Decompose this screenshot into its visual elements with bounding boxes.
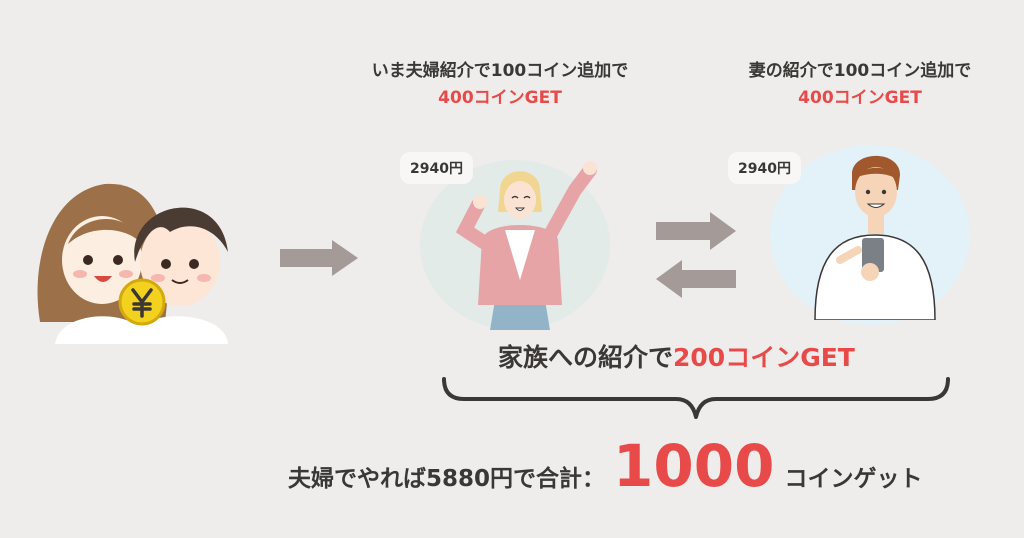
- wife-referral-caption: いま夫婦紹介で100コイン追加で 400コインGET: [335, 58, 665, 112]
- arrow-right-icon: [656, 212, 736, 250]
- total-amount: 1000: [613, 432, 775, 500]
- man-with-phone-illustration: [800, 150, 950, 321]
- family-referral-highlight: 200コインGET: [673, 343, 855, 372]
- total-message: 夫婦でやれば5880円で合計： 1000 コインゲット: [288, 432, 922, 500]
- total-prefix: 夫婦でやれば5880円で合計：: [288, 466, 606, 492]
- arrow-right-icon: [280, 240, 358, 276]
- caption-highlight: 400コインGET: [438, 88, 562, 108]
- family-referral-prefix: 家族への紹介で: [498, 343, 674, 372]
- brace-divider: [440, 375, 952, 427]
- caption-line: いま夫婦紹介で100コイン追加で: [371, 61, 629, 81]
- wife-price-tag: 2940円: [400, 152, 473, 184]
- husband-referral-caption: 妻の紹介で100コイン追加で 400コインGET: [705, 58, 1015, 112]
- dancing-woman-illustration: [440, 150, 600, 330]
- couple-illustration: [30, 172, 230, 344]
- caption-highlight: 400コインGET: [798, 88, 922, 108]
- total-suffix: コインゲット: [784, 466, 923, 492]
- yen-coin-icon: [118, 278, 166, 326]
- arrow-left-icon: [656, 260, 736, 298]
- caption-line: 妻の紹介で100コイン追加で: [748, 61, 972, 81]
- family-referral-message: 家族への紹介で200コインGET: [498, 338, 855, 374]
- husband-price-tag: 2940円: [728, 152, 801, 184]
